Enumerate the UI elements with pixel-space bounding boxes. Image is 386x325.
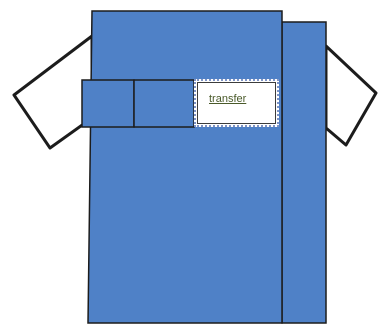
transfer-label-box: transfer xyxy=(194,79,279,127)
strap-segment-left xyxy=(81,79,135,128)
strap-segment-middle xyxy=(133,79,195,128)
front-body-panel xyxy=(87,10,283,324)
left-sleeve xyxy=(12,34,94,150)
back-panel xyxy=(281,21,327,324)
right-sleeve xyxy=(324,44,378,147)
transfer-label: transfer xyxy=(209,93,247,105)
